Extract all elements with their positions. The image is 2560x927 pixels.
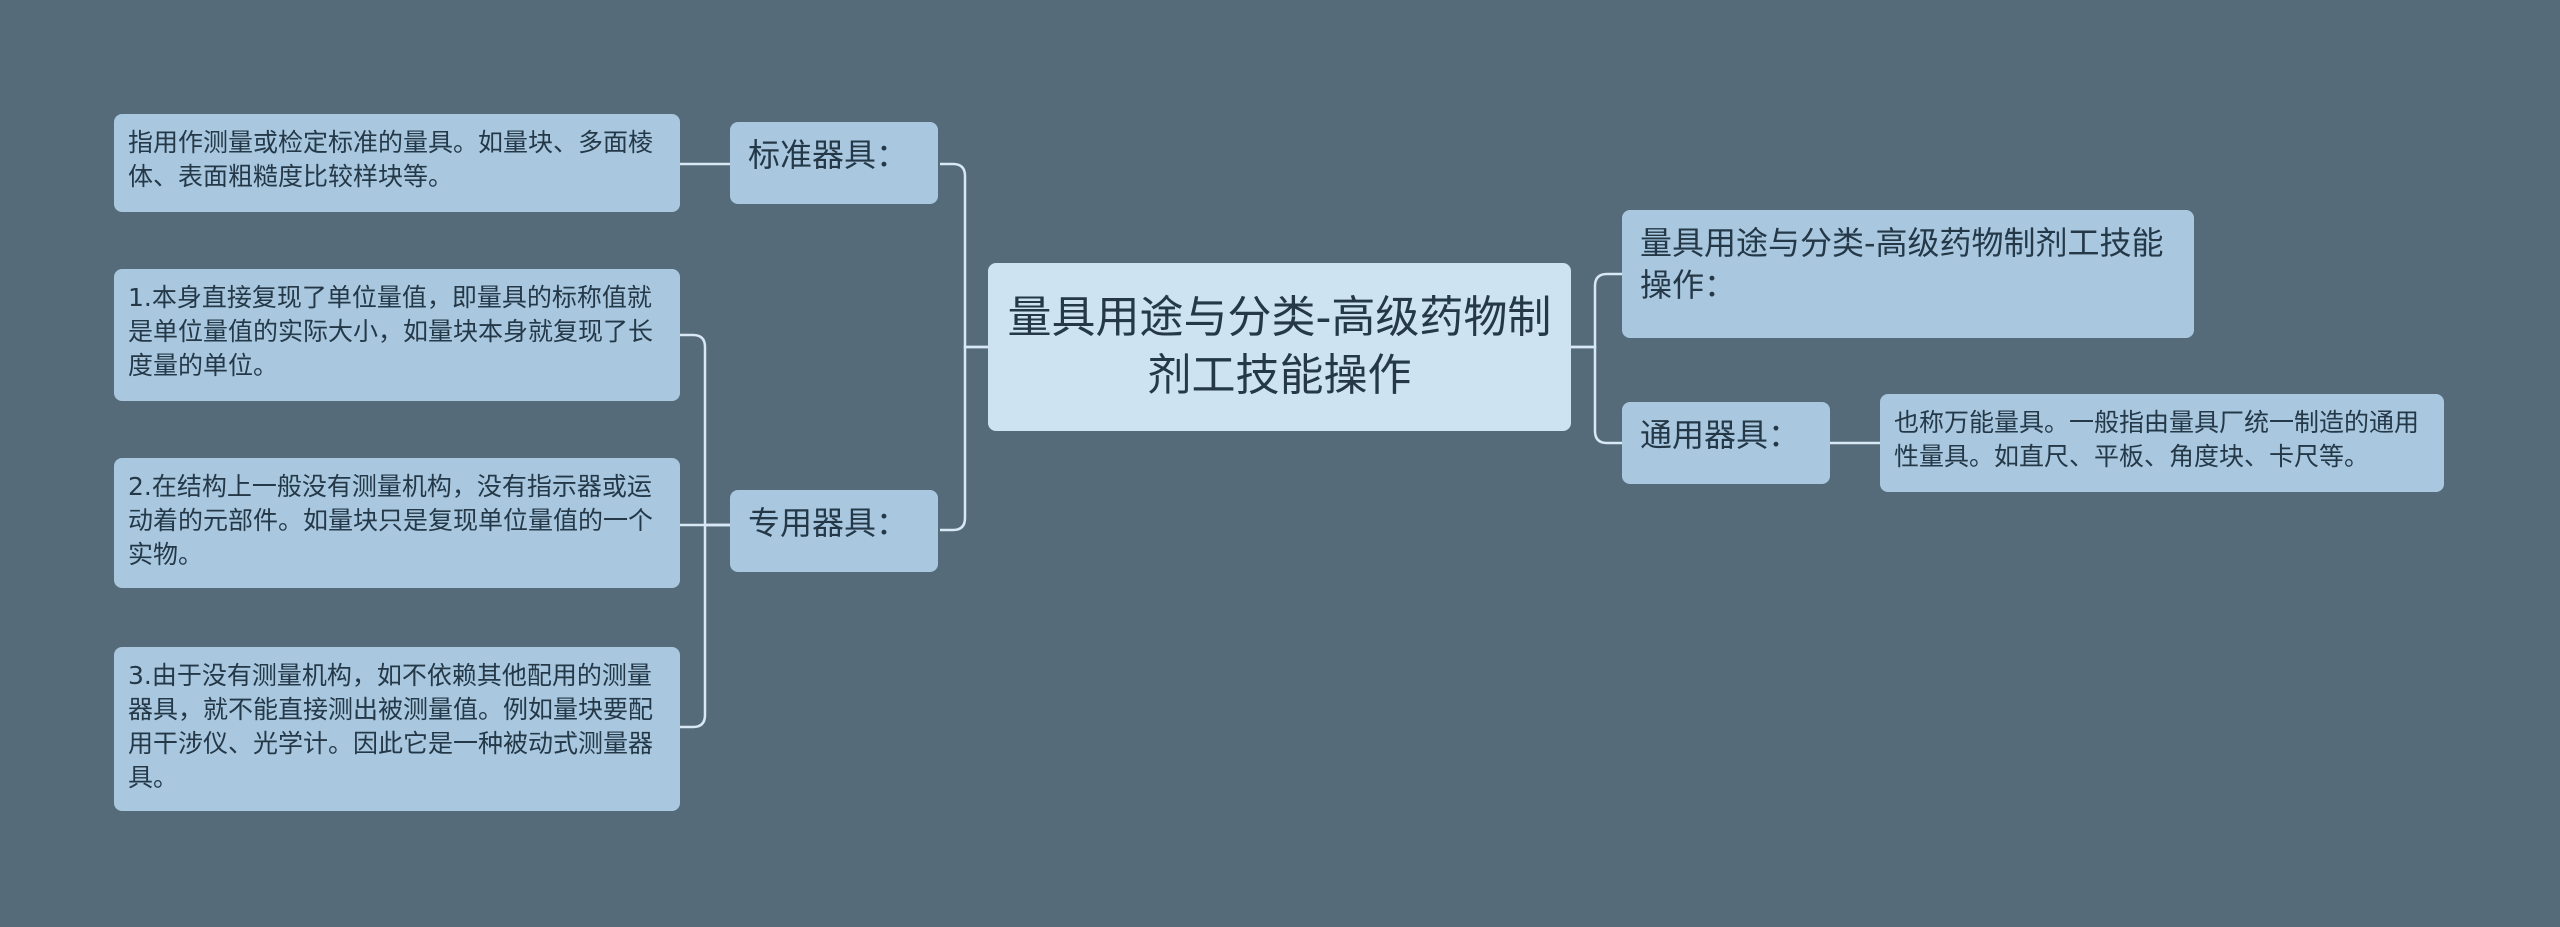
connector-special-to-leaf-1 [680, 333, 730, 527]
leaf-special-instruments-detail-2[interactable]: 2.在结构上一般没有测量机构，没有指示器或运动着的元部件。如量块只是复现单位量值… [114, 458, 680, 588]
connector-special-to-leaf-3 [680, 523, 730, 729]
branch-title-repeat[interactable]: 量具用途与分类-高级药物制剂工技能操作： [1622, 210, 2194, 338]
leaf-general-instruments-detail[interactable]: 也称万能量具。一般指由量具厂统一制造的通用性量具。如直尺、平板、角度块、卡尺等。 [1880, 394, 2444, 492]
leaf-special-instruments-detail-3[interactable]: 3.由于没有测量机构，如不依赖其他配用的测量器具，就不能直接测出被测量值。例如量… [114, 647, 680, 811]
connector-root-to-standard [940, 162, 988, 349]
branch-standard-instruments[interactable]: 标准器具： [730, 122, 938, 204]
connector-root-to-special [940, 345, 988, 532]
leaf-standard-instruments-detail[interactable]: 指用作测量或检定标准的量具。如量块、多面棱体、表面粗糙度比较样块等。 [114, 114, 680, 212]
connector-root-to-general [1571, 345, 1622, 445]
branch-special-instruments[interactable]: 专用器具： [730, 490, 938, 572]
connector-root-to-title-branch [1571, 272, 1622, 349]
root-topic[interactable]: 量具用途与分类-高级药物制剂工技能操作 [988, 263, 1571, 431]
leaf-special-instruments-detail-1[interactable]: 1.本身直接复现了单位量值，即量具的标称值就是单位量值的实际大小，如量块本身就复… [114, 269, 680, 401]
branch-general-instruments[interactable]: 通用器具： [1622, 402, 1830, 484]
